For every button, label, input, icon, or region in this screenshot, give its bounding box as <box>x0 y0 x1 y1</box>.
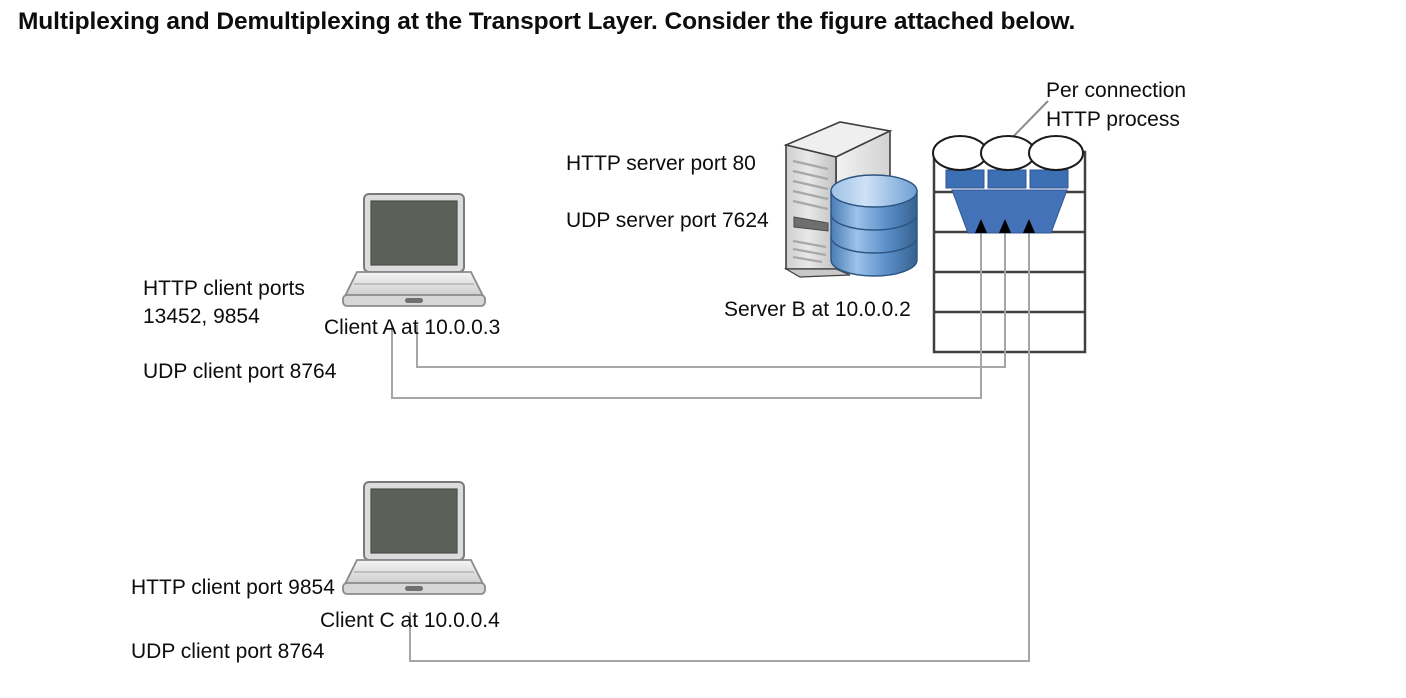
server-b-label: Server B at 10.0.0.2 <box>724 298 911 321</box>
http-process-ellipse-1 <box>932 135 988 171</box>
demux-arrow-3 <box>1023 219 1035 233</box>
http-process-ellipse-2 <box>980 135 1036 171</box>
demux-arrow-1 <box>975 219 987 233</box>
client-a-name-label: Client A at 10.0.0.3 <box>324 316 501 339</box>
http-server-port-label: HTTP server port 80 <box>566 152 756 175</box>
socket-rect-1 <box>945 169 985 189</box>
demux-trapezoid <box>951 189 1068 234</box>
client-c-http-port-label: HTTP client port 9854 <box>131 576 335 599</box>
connection-line-client-c <box>409 228 1030 662</box>
connection-line-client-a-udp <box>391 228 982 399</box>
client-c-udp-port-label: UDP client port 8764 <box>131 640 325 663</box>
connection-line-client-a-http <box>416 228 1006 368</box>
server-b-icon <box>783 121 918 278</box>
page-title: Multiplexing and Demultiplexing at the T… <box>18 8 1076 35</box>
client-c-name-label: Client C at 10.0.0.4 <box>320 609 500 632</box>
per-connection-label-line1: Per connection <box>1046 79 1187 102</box>
udp-server-port-label: UDP server port 7624 <box>566 209 769 232</box>
socket-rect-3 <box>1029 169 1069 189</box>
demux-arrow-2 <box>999 219 1011 233</box>
client-c-laptop-icon <box>342 481 486 595</box>
per-connection-label-line2: HTTP process <box>1046 108 1180 131</box>
client-a-laptop-icon <box>342 193 486 307</box>
client-a-http-ports-line1: HTTP client ports <box>143 277 305 300</box>
client-a-http-ports-line2: 13452, 9854 <box>143 305 260 328</box>
socket-rect-2 <box>987 169 1027 189</box>
http-process-ellipse-3 <box>1028 135 1084 171</box>
client-a-udp-port-label: UDP client port 8764 <box>143 360 337 383</box>
